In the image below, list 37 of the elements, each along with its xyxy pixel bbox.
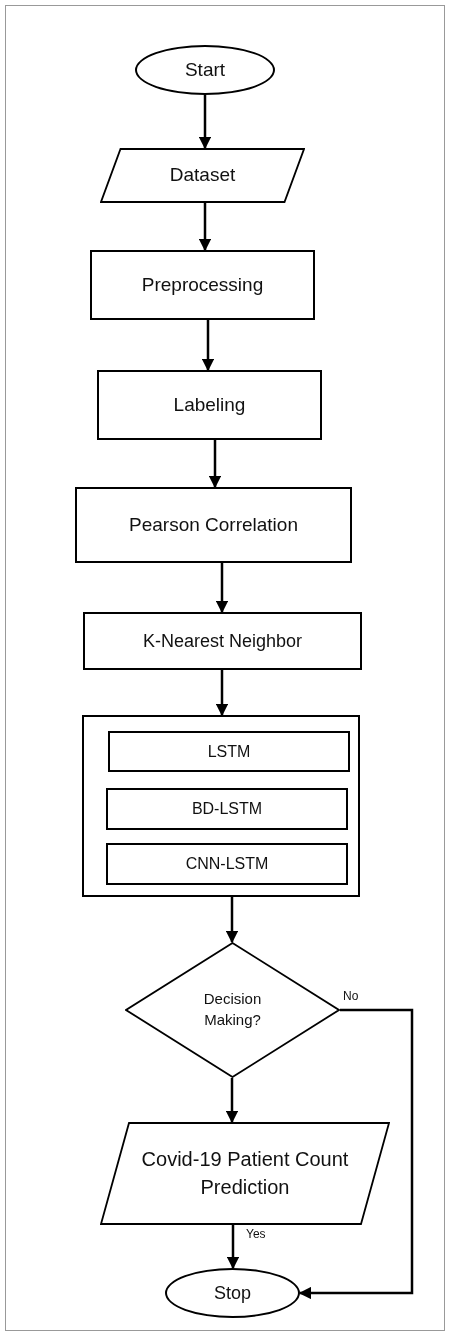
step-label: CNN-LSTM [185,854,269,874]
arrow [298,1008,414,1300]
step-label: LSTM [207,741,251,762]
process-box [90,250,315,320]
arrow [226,1225,240,1270]
arrow [201,320,215,372]
input-parallelogram [100,148,305,203]
step-label: Preprocessing [141,272,264,297]
decision-diamond [125,942,340,1078]
step-label: Decision Making? [202,989,263,1030]
step-label: Pearson Correlation [129,512,298,537]
start-terminal [135,45,275,95]
step-label: Start [184,57,226,82]
model-box [108,731,350,772]
group-box [82,715,360,897]
arrow [215,670,229,717]
arrow [215,563,229,614]
model-box [106,843,348,885]
step-label: K-Nearest Neighbor [142,629,303,653]
stop-terminal [165,1268,300,1318]
step-label: Labeling [173,392,246,417]
arrow [225,1078,239,1124]
model-box [106,788,348,830]
arrow [225,897,239,944]
arrow [208,440,222,489]
edge-label: Yes [245,1228,267,1240]
step-label: Stop [214,1281,251,1305]
step-label: Covid-19 Patient Count Prediction [140,1147,350,1200]
arrow [198,203,212,252]
output-parallelogram [100,1122,390,1225]
step-label: Dataset [169,163,236,188]
process-box [75,487,352,563]
edge-label: No [342,990,360,1002]
process-box [97,370,322,440]
process-box [83,612,362,670]
step-label: BD-LSTM [191,799,263,819]
arrow [198,95,212,150]
